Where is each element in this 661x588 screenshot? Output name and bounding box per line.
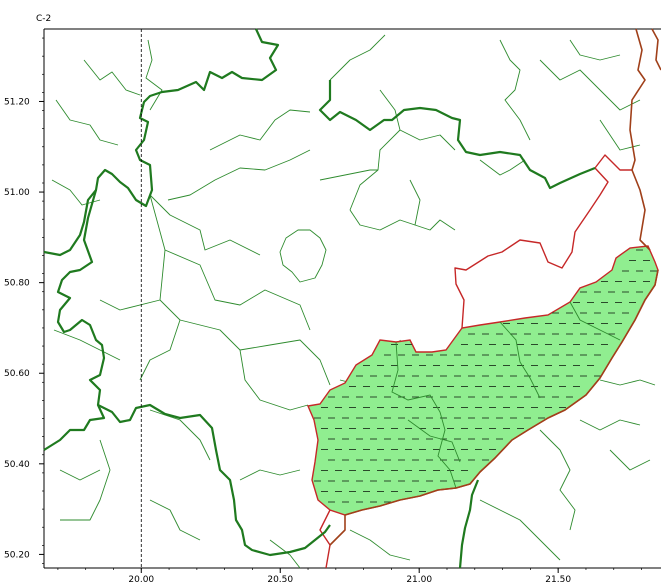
major-borders <box>43 28 596 569</box>
y-tick-label: 50.20 <box>4 550 30 560</box>
y-tick-label: 50.60 <box>4 369 30 379</box>
x-tick-label: 21.00 <box>406 575 432 585</box>
y-tick-label: 51.00 <box>4 188 30 198</box>
hatch-pattern <box>314 249 657 503</box>
map-title: C-2 <box>36 14 51 24</box>
y-tick-label: 50.80 <box>4 279 30 289</box>
x-tick-label: 20.50 <box>267 575 293 585</box>
region-fill[interactable] <box>307 245 659 516</box>
region-internal-borders <box>391 301 621 489</box>
x-axis: 20.00 20.50 21.00 21.50 <box>57 568 642 585</box>
highlighted-region[interactable] <box>307 245 659 516</box>
y-axis: 51.20 51.00 50.80 50.60 50.40 50.20 <box>4 37 44 564</box>
x-tick-label: 20.00 <box>128 575 154 585</box>
red-borders <box>319 154 632 569</box>
y-tick-label: 50.40 <box>4 460 30 470</box>
brown-borders <box>329 28 661 546</box>
y-tick-label: 51.20 <box>4 97 30 107</box>
x-tick-label: 21.50 <box>545 575 571 585</box>
